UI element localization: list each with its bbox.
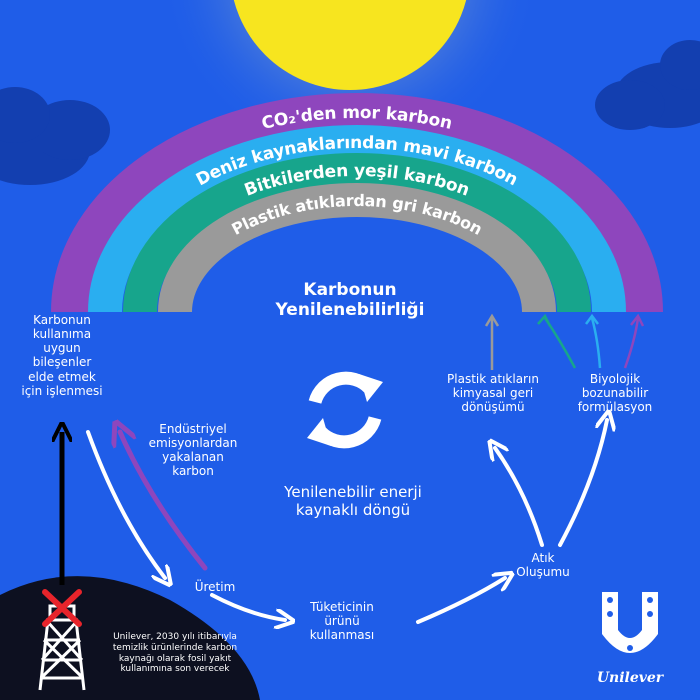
- processing-line: bileşenler: [32, 355, 92, 370]
- rainbow: [51, 93, 663, 313]
- chemical-line: kimyasal geri: [452, 386, 534, 401]
- rainbow-input-arrows: [484, 313, 645, 370]
- cloud-icon-left: [0, 87, 110, 185]
- production-line: Üretim: [194, 580, 236, 594]
- center-title-line2: Yenilenebilirliği: [275, 300, 425, 321]
- cycle-label: Yenilenebilir enerji kaynaklı döngü: [258, 483, 448, 519]
- recycle-icon: [307, 371, 383, 449]
- cycle-label-line2: kaynaklı döngü: [295, 500, 411, 519]
- rainbow-band-green: [123, 153, 591, 313]
- consumer-line: Tüketicinin: [310, 600, 374, 614]
- center-title-line1: Karbonun: [303, 280, 397, 300]
- footer-note-line: kaynağı olarak fosil yakıt: [118, 653, 232, 664]
- rainbow-band-blue: [88, 125, 626, 313]
- cloud-icon-right: [595, 40, 700, 130]
- unilever-logo-icon: [602, 592, 658, 653]
- bio-line: formülasyon: [577, 400, 653, 415]
- bio-line: Biyolojik: [589, 372, 641, 386]
- processing-line: için işlenmesi: [21, 383, 103, 398]
- arrow-production-to-consumer: [210, 593, 285, 620]
- cycle-label-line1: Yenilenebilir enerji: [284, 483, 422, 501]
- processing-line: Karbonun: [33, 313, 91, 327]
- arrow-consumer-to-waste: [416, 578, 505, 624]
- industrial-line: Endüstriyel: [159, 422, 227, 436]
- arrow-to-purple-band: [623, 317, 640, 369]
- center-title: Karbonun Yenilenebilirliği: [245, 280, 455, 321]
- arrow-processing-to-production: [86, 430, 165, 578]
- chemical-line: dönüşümü: [461, 400, 525, 415]
- arrow-waste-to-bio: [558, 420, 607, 547]
- rainbow-band-purple: [51, 93, 663, 313]
- rainbow-band-gray: [158, 183, 556, 313]
- waste-line: Oluşumu: [516, 565, 570, 580]
- sun-icon: [233, 0, 467, 90]
- consumer-line: ürünü: [324, 614, 360, 629]
- brand-name: Unilever: [597, 670, 665, 686]
- industrial-line: emisyonlardan: [148, 436, 238, 451]
- industrial-line: yakalanan: [162, 450, 224, 465]
- waste-line: Atık: [531, 551, 555, 565]
- footer-note-line: Unilever, 2030 yılı itibarıyla: [113, 632, 237, 642]
- processing-line: uygun: [43, 341, 81, 356]
- arrow-waste-to-chemical: [495, 448, 544, 547]
- bio-line: bozunabilir: [581, 386, 649, 401]
- processing-line: elde etmek: [28, 369, 96, 384]
- consumer-line: kullanması: [309, 628, 375, 643]
- x-mark-icon: [42, 589, 82, 627]
- footer-note-line: kullanımına son verecek: [120, 664, 230, 675]
- arrow-industrial-carbon: [120, 432, 208, 571]
- cycle-arrows: [86, 420, 607, 624]
- node-production: Üretim: [180, 580, 250, 594]
- industrial-line: karbon: [172, 464, 214, 479]
- chemical-line: Plastik atıkların: [447, 372, 539, 386]
- arrow-to-blue-band: [590, 317, 602, 369]
- footer-note-line: temizlik ürünlerinde karbon: [112, 642, 238, 653]
- processing-line: kullanıma: [32, 327, 92, 342]
